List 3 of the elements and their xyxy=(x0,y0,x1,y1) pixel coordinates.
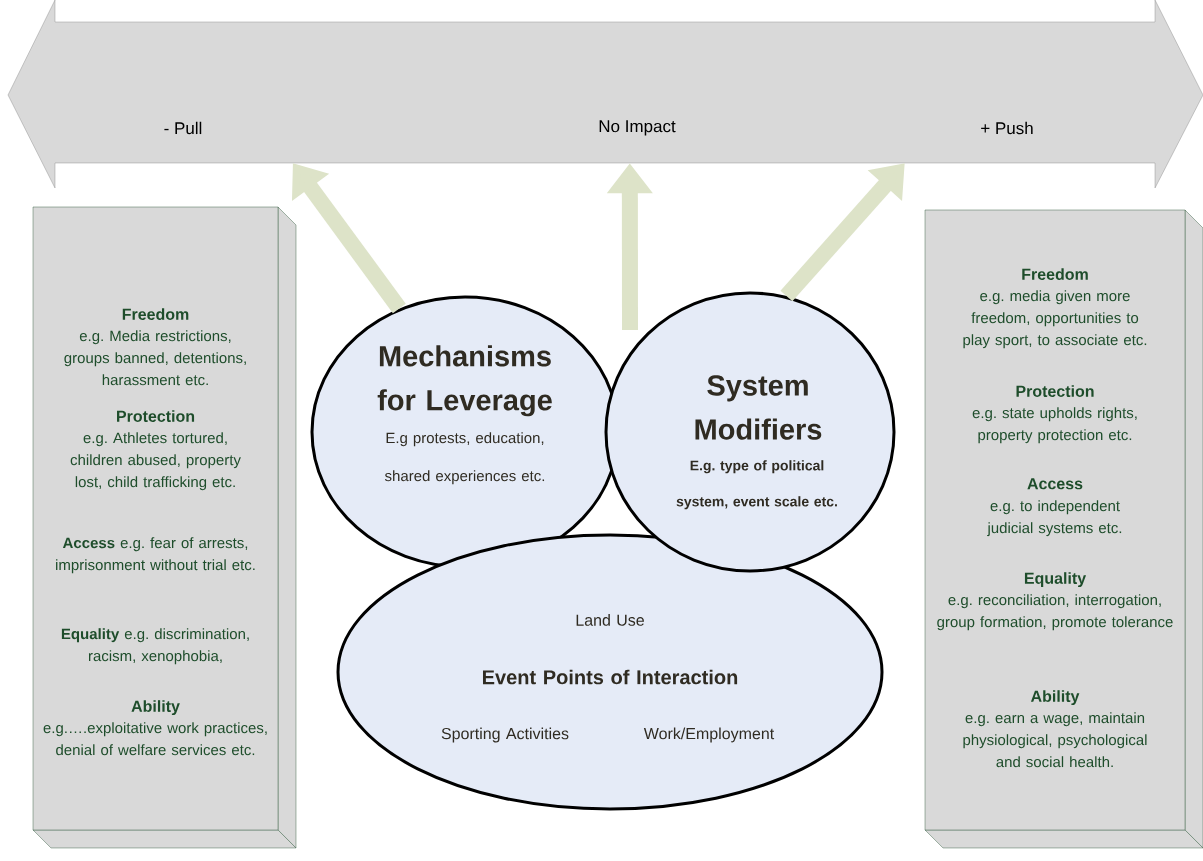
info-panel: Freedom e.g. Media restrictions, groups banned, detentions, harassment etc. Protection e.g. Athletes tortured, children abused, property lost, child trafficking etc. Access e.g. fear of arrests, imprisonment without trial etc. Equality e.g. discrimination, racism, xenophobia, Ability e.g.….exploitative work practices, denial of welfare services etc. xyxy=(32,206,297,849)
double-arrow-band: - Pull No Impact + Push xyxy=(7,0,1203,189)
info-panel: Freedom e.g. media given more freedom, opportunities to play sport, to associate etc. Protection e.g. state upholds rights, property protection etc. Access e.g. to independent judicial systems etc. Equality e.g. reconciliation, interrogation, group formation, promote tolerance Ability e.g. earn a wage, maintain physiological, psychological and social health. xyxy=(924,209,1203,849)
